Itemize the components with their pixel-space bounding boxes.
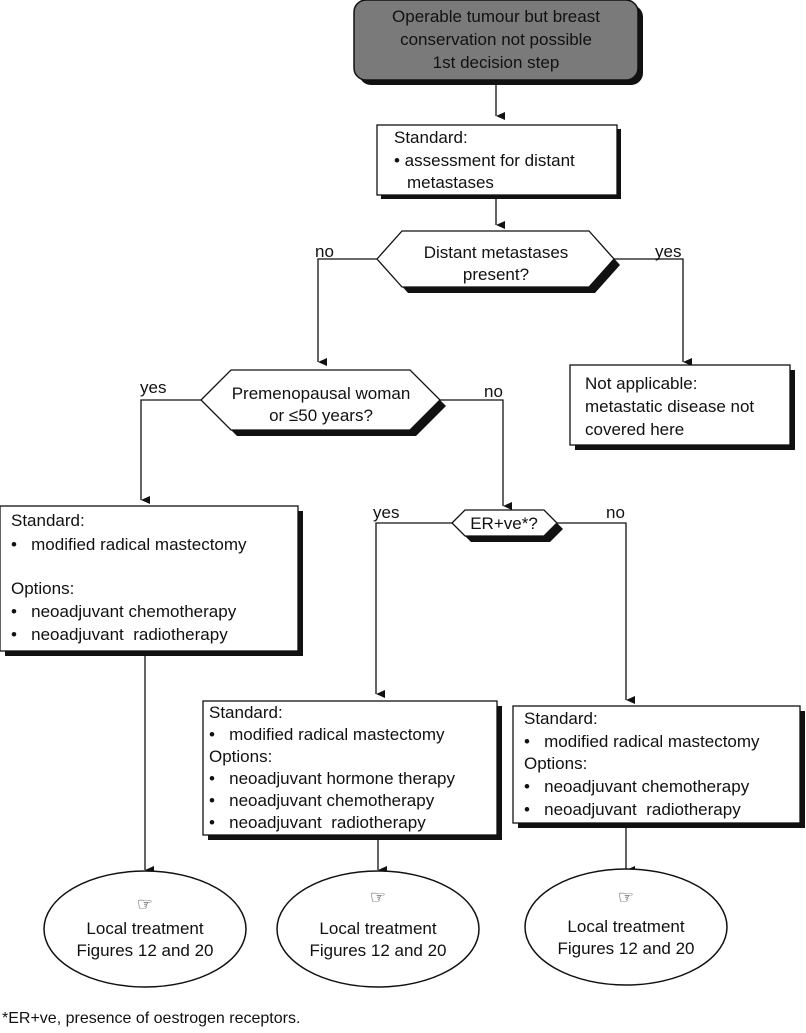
left-box-line-5: • neoadjuvant chemotherapy [11, 602, 237, 621]
middle-box-line-5: • neoadjuvant chemotherapy [209, 791, 435, 810]
right-box-line-1: Standard: [524, 709, 598, 728]
not-applicable-box: Not applicable: metastatic disease not c… [569, 364, 795, 450]
metastases-yes-label: yes [655, 242, 681, 261]
left-options-box: Standard: • modified radical mastectomy … [0, 505, 303, 656]
assess-line-2: • assessment for distant [394, 151, 575, 170]
middle-box-line-2: • modified radical mastectomy [209, 725, 445, 744]
left-box-line-2: • modified radical mastectomy [11, 535, 247, 554]
right-box-line-2: • modified radical mastectomy [524, 732, 760, 751]
metastases-line-2: present? [463, 265, 529, 284]
edge-premenopausal-yes [140, 399, 201, 504]
er-yes-label: yes [373, 503, 399, 522]
start-line-3: 1st decision step [433, 53, 560, 72]
start-node: Operable tumour but breast conservation … [353, 0, 643, 85]
terminal-left-line-1: Local treatment [86, 919, 203, 938]
terminal-right-line-2: Figures 12 and 20 [557, 939, 694, 958]
terminal-right: ☞ Local treatment Figures 12 and 20 [524, 868, 728, 986]
edge-metastases-yes [614, 258, 692, 366]
premenopausal-line-1: Premenopausal woman [232, 384, 411, 403]
assess-line-1: Standard: [394, 128, 468, 147]
assessment-box: Standard: • assessment for distant metas… [376, 124, 621, 199]
terminal-left: ☞ Local treatment Figures 12 and 20 [43, 870, 247, 988]
right-box-line-3: Options: [524, 754, 587, 773]
premenopausal-no-label: no [484, 382, 503, 401]
edge-premenopausal-no [440, 399, 512, 510]
terminal-left-line-2: Figures 12 and 20 [76, 941, 213, 960]
premenopausal-yes-label: yes [140, 378, 166, 397]
right-box-line-5: • neoadjuvant radiotherapy [524, 800, 741, 819]
middle-box-line-3: Options: [209, 747, 272, 766]
terminal-middle: ☞ Local treatment Figures 12 and 20 [276, 870, 480, 988]
decision-er: ER+ve*? [451, 509, 563, 542]
edge-metastases-no [317, 258, 377, 366]
right-options-box: Standard: • modified radical mastectomy … [512, 705, 805, 828]
middle-box-line-1: Standard: [209, 703, 283, 722]
start-line-1: Operable tumour but breast [392, 7, 600, 26]
not-applicable-line-3: covered here [585, 420, 684, 439]
er-line-1: ER+ve*? [470, 514, 538, 533]
premenopausal-line-2: or ≤50 years? [269, 406, 373, 425]
er-no-label: no [606, 503, 625, 522]
assess-line-3: metastases [407, 173, 494, 192]
footnote: *ER+ve, presence of oestrogen receptors. [2, 1010, 301, 1027]
start-line-2: conservation not possible [400, 30, 592, 49]
left-box-line-6: • neoadjuvant radiotherapy [11, 625, 228, 644]
terminal-middle-line-2: Figures 12 and 20 [309, 941, 446, 960]
middle-options-box: Standard: • modified radical mastectomy … [202, 700, 502, 840]
left-box-line-4: Options: [11, 579, 74, 598]
middle-box-line-4: • neoadjuvant hormone therapy [209, 769, 456, 788]
metastases-no-label: no [315, 242, 334, 261]
pointing-hand-icon: ☞ [618, 887, 634, 908]
terminal-right-line-1: Local treatment [567, 917, 684, 936]
pointing-hand-icon: ☞ [370, 887, 386, 908]
edge-er-no [557, 522, 635, 704]
right-box-line-4: • neoadjuvant chemotherapy [524, 777, 750, 796]
terminal-middle-line-1: Local treatment [319, 919, 436, 938]
left-box-line-1: Standard: [11, 511, 85, 530]
decision-premenopausal: Premenopausal woman or ≤50 years? [200, 369, 446, 436]
metastases-line-1: Distant metastases [424, 243, 569, 262]
not-applicable-line-2: metastatic disease not [585, 397, 754, 416]
not-applicable-line-1: Not applicable: [585, 374, 697, 393]
decision-metastases: Distant metastases present? [376, 230, 620, 293]
pointing-hand-icon: ☞ [137, 894, 153, 915]
edge-er-yes [375, 522, 452, 698]
middle-box-line-6: • neoadjuvant radiotherapy [209, 813, 426, 832]
